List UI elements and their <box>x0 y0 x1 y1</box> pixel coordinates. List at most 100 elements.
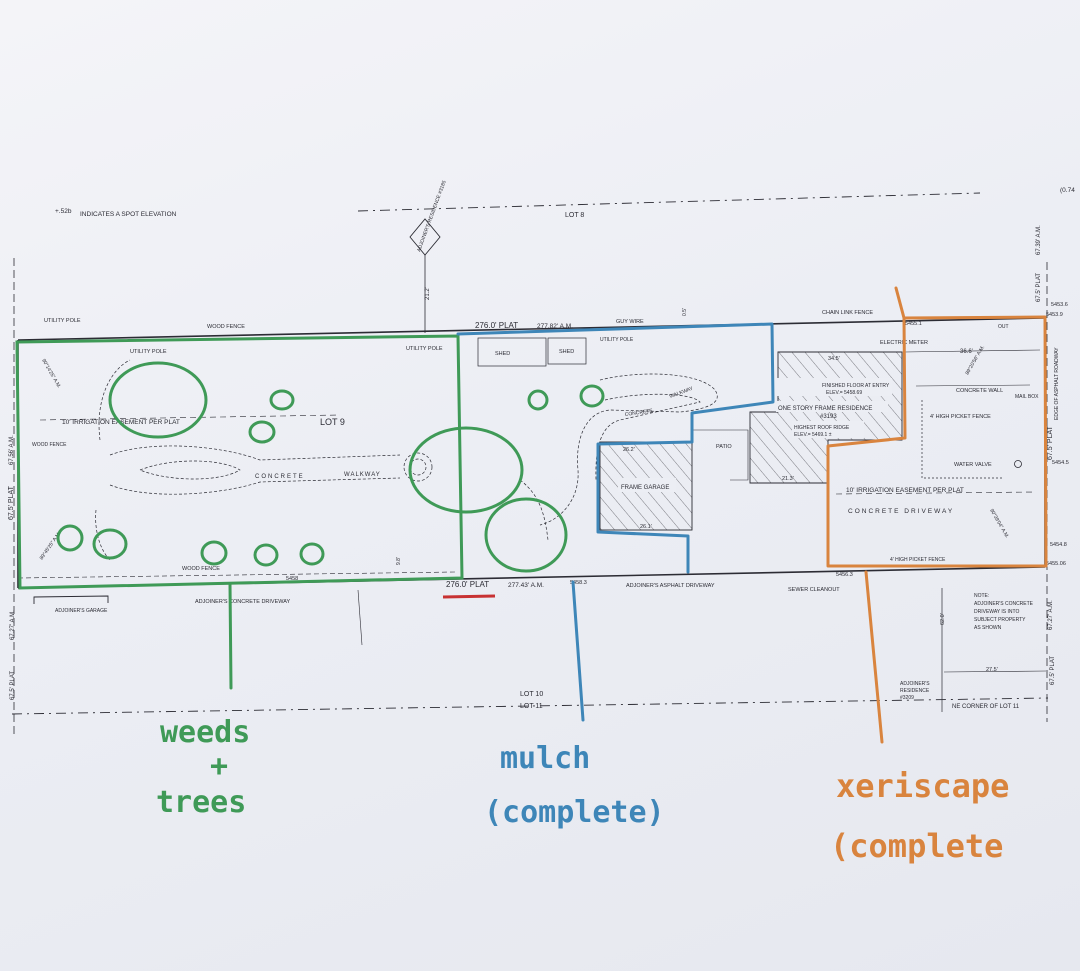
dim-plat-left-am: 67.56' A.M. <box>9 435 15 465</box>
adjoiner-residence-bottom: ADJOINER'S RESIDENCE #3209 <box>900 681 930 701</box>
note-line-1: NOTE: <box>974 593 989 599</box>
spot-6: 5456.3 <box>836 572 853 578</box>
roof-ridge-2: ELEV.= 5469.1 ± <box>794 432 832 438</box>
wood-fence-top: WOOD FENCE <box>207 324 245 330</box>
garage-dim-top: 26.2' <box>623 447 635 453</box>
irrigation-right: 10' IRRIGATION EASEMENT PER PLAT <box>846 487 964 494</box>
tree-circle-5 <box>92 528 128 560</box>
high-picket-fence-2: 4' HIGH PICKET FENCE <box>890 557 946 563</box>
finished-floor-1: FINISHED FLOOR AT ENTRY <box>822 383 890 389</box>
tree-circle-12 <box>579 384 605 408</box>
note-line-4: SUBJECT PROPERTY <box>974 617 1026 623</box>
concrete-wall: CONCRETE WALL <box>956 388 1003 394</box>
water-valve-icon <box>1014 460 1022 468</box>
spot-5: 5455.06 <box>1046 561 1066 567</box>
concrete-2-label: CONCRETE <box>624 408 653 418</box>
bottom-plat: 276.0' PLAT <box>446 580 489 589</box>
spot-2: 5453.9 <box>1046 312 1063 318</box>
legend-text: INDICATES A SPOT ELEVATION <box>80 211 177 218</box>
corner-note: (0.74 <box>1060 187 1075 194</box>
irrigation-easement-left-line <box>39 414 341 421</box>
top-am: 277.82' A.M. <box>537 323 573 330</box>
adjoiner-residence-top-marker: ADJOINER'S RESIDENCE #3185 21.2' <box>409 180 448 333</box>
blue-zone <box>456 322 775 722</box>
adjoiner-residence-bottom-1: ADJOINER'S <box>900 681 930 687</box>
tree-circle-9 <box>408 426 524 514</box>
mail-box: MAIL BOX <box>1015 394 1039 400</box>
adjoiner-residence-top: ADJOINER'S RESIDENCE #3185 <box>416 180 448 253</box>
green-label-3: trees <box>156 785 246 820</box>
orange-zone <box>826 286 1048 744</box>
concrete-label: CONCRETE <box>255 474 305 480</box>
shed-1-label: SHED <box>495 351 510 357</box>
dim-0-5: 0.5' <box>682 308 688 316</box>
utility-pole-4: UTILITY POLE <box>600 337 634 343</box>
finished-floor-bg <box>776 378 892 396</box>
patio-label: PATIO <box>716 444 732 450</box>
residence-no: #3193 <box>820 414 837 420</box>
bottom-am: 277.43' A.M. <box>508 582 544 589</box>
dim-27-5: 27.5' <box>986 667 998 673</box>
dim-9-8: 9.8' <box>396 557 402 565</box>
dim-plat-left: 67.5' PLAT <box>8 485 15 520</box>
shed-2 <box>547 337 587 365</box>
dim-62-0: 62.0' <box>940 613 946 625</box>
tree-circle-10 <box>484 497 568 573</box>
tree-circle-2 <box>269 389 295 411</box>
roof-ridge-1: HIGHEST ROOF RIDGE <box>794 425 850 431</box>
dim-plat-right-top-am: 67.39' A.M. <box>1036 225 1042 255</box>
adjoiner-garage-outline <box>33 595 109 604</box>
walkway <box>95 359 433 561</box>
bottom-fence-line <box>17 571 456 579</box>
adjoiner-asphalt-driveway: ADJOINER'S ASPHALT DRIVEWAY <box>626 583 715 589</box>
shed-2-label: SHED <box>559 349 574 355</box>
walkway-2 <box>519 373 718 541</box>
dim-plat-right-top: 67.5' PLAT <box>1036 273 1042 302</box>
utility-pole-1: UTILITY POLE <box>44 318 81 324</box>
roof-ridge-bg <box>792 421 864 438</box>
note-block: NOTE: ADJOINER'S CONCRETE DRIVEWAY IS IN… <box>974 593 1034 631</box>
tree-circle-7 <box>253 543 279 567</box>
edge-asphalt: EDGE OF ASPHALT ROADWAY <box>1054 347 1060 420</box>
picket-fence-outline <box>921 400 1002 479</box>
orange-label-2: (complete <box>830 827 1003 865</box>
green-label-1: weeds <box>160 715 250 750</box>
out-label: OUT <box>998 324 1009 330</box>
orange-label-1: xeriscape <box>836 767 1009 805</box>
high-picket-fence-1: 4' HIGH PICKET FENCE <box>930 414 991 420</box>
tree-circle-11 <box>527 389 549 411</box>
dim-plat-right: 67.5' PLAT <box>1047 425 1054 460</box>
top-plat: 276.0' PLAT <box>475 321 518 330</box>
dim-36-6: 36.6' <box>960 349 973 355</box>
tree-circle-6 <box>200 540 228 566</box>
dim-21-2: 21.2' <box>425 287 431 300</box>
note-line-5: AS SHOWN <box>974 625 1002 631</box>
dim-plat-left-bottom-am: 67.27' A.M. <box>10 610 16 640</box>
dim-plat-right-bottom: 67.5' PLAT <box>1050 656 1056 685</box>
dim-36-6-line <box>904 349 1041 353</box>
red-mark <box>442 594 496 599</box>
spot-9: 5458 <box>286 576 298 582</box>
bearing-2: 90°39'04" A.M. <box>988 508 1010 539</box>
tree-circle-3 <box>248 420 276 444</box>
concrete-driveway: CONCRETE DRIVEWAY <box>848 508 954 515</box>
wood-fence-bottom: WOOD FENCE <box>182 566 220 572</box>
adjoiner-concrete-driveway: ADJOINER'S CONCRETE DRIVEWAY <box>195 599 291 605</box>
residence-label-bg <box>776 401 888 412</box>
blue-label-2: (complete) <box>484 795 665 830</box>
adjoiner-residence-bottom-2: RESIDENCE <box>900 688 930 694</box>
finished-floor-2: ELEV.= 5458.69 <box>826 390 862 396</box>
irrigation-easement-right-line <box>835 491 1036 495</box>
blue-label-1: mulch <box>500 741 590 776</box>
spot-7: 5458.3 <box>570 580 587 586</box>
lot-8-line <box>357 192 981 212</box>
patio-outline <box>691 429 749 481</box>
lot-8-label: LOT 8 <box>565 212 584 219</box>
concrete-wall-line <box>915 384 1031 387</box>
lot-10-11-line <box>11 697 1049 715</box>
utility-pole-2: UTILITY POLE <box>130 349 167 355</box>
sewer-cleanout: SEWER CLEANOUT <box>788 587 840 593</box>
utility-pole-3: UTILITY POLE <box>406 346 443 352</box>
spot-3: 5454.5 <box>1052 460 1069 466</box>
